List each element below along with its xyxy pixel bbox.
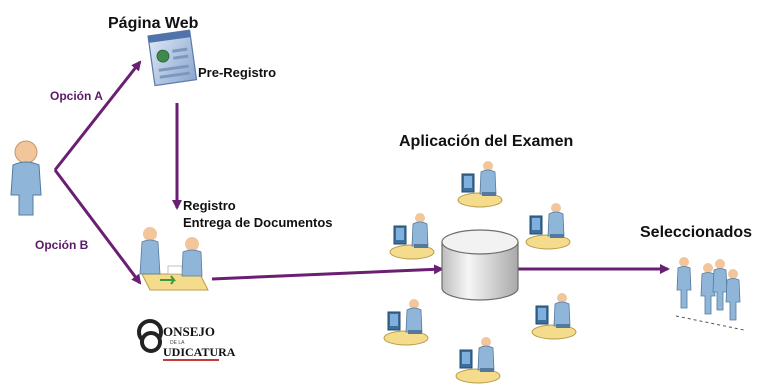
selected-group-icon [675,256,745,331]
option-b-label: Opción B [35,238,89,252]
svg-text:UDICATURA: UDICATURA [163,345,236,359]
pre-registro-label: Pre-Registro [198,65,276,80]
computer-workstation-icon [389,212,435,260]
computer-workstation-icon [525,202,571,250]
computer-workstation-icon [457,160,503,208]
option-a-label: Opción A [50,89,103,103]
arrow-option-b [53,169,142,285]
web-page-title: Página Web [108,15,199,32]
arrows [53,60,670,285]
selected-title: Seleccionados [640,224,752,241]
registro-label-line1: Registro [183,198,236,213]
computer-workstation-icon [531,292,577,340]
registration-desk-icon [139,227,209,291]
arrow-option-a [53,60,142,171]
computer-workstation-icon [455,336,501,384]
logo: ONSEJO DE LA UDICATURA [137,319,236,361]
database-icon [441,229,519,301]
registro-label-line2: Entrega de Documentos [183,215,333,230]
person-icon [10,140,42,216]
svg-text:DE LA: DE LA [170,340,185,346]
svg-text:ONSEJO: ONSEJO [163,324,215,339]
arrow-registro-to-exam [211,264,444,281]
web-page-icon [147,29,198,87]
computer-workstation-icon [383,298,429,346]
exam-title: Aplicación del Examen [399,133,573,150]
